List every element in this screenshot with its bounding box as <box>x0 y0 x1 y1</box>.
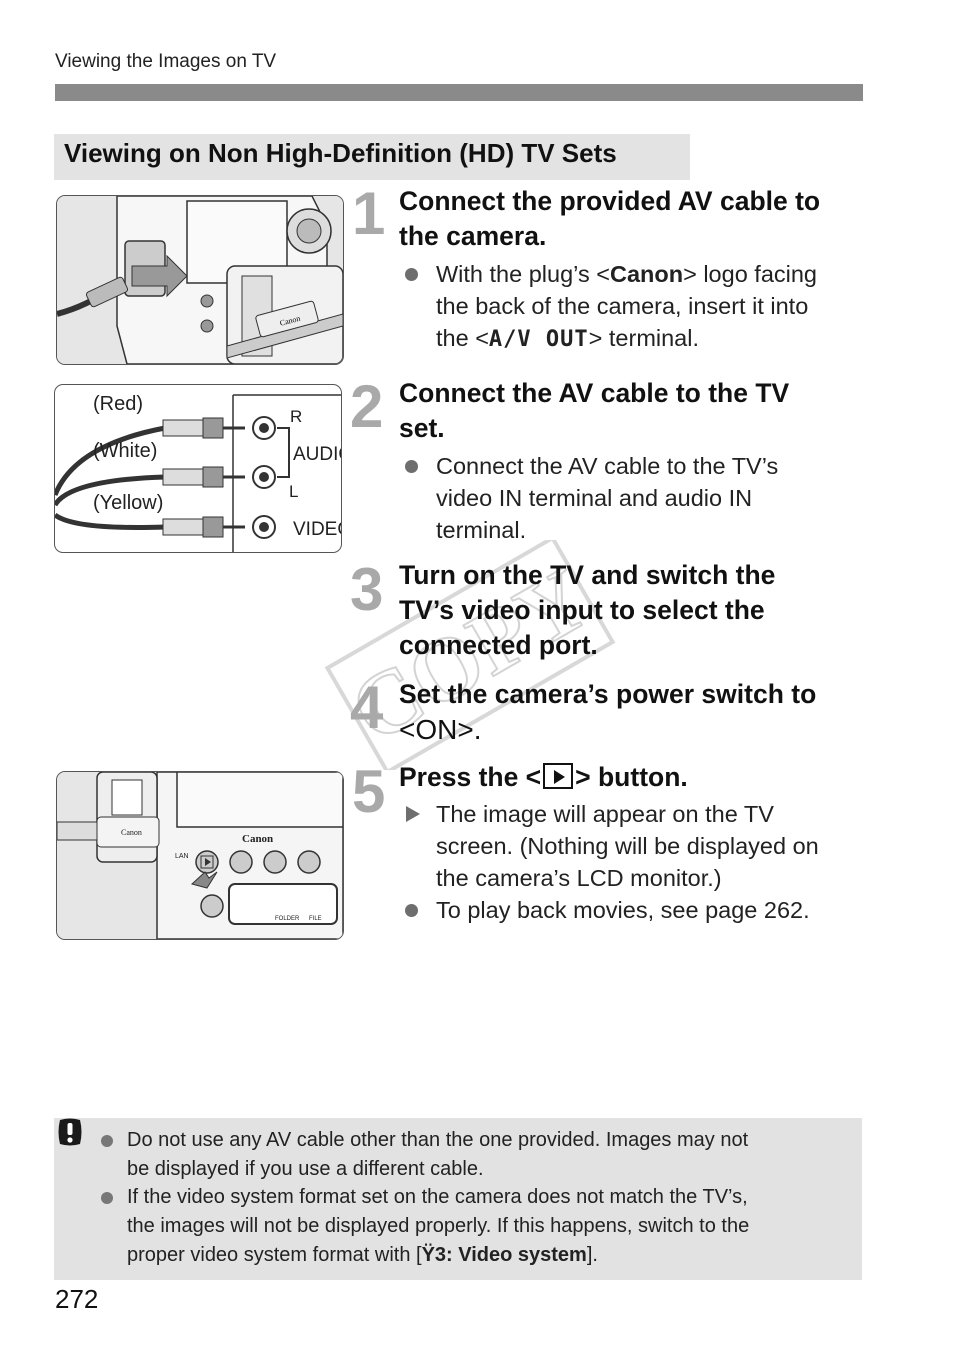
folder-text: FOLDER <box>275 916 300 922</box>
camera-brand-text: Canon <box>242 833 273 845</box>
step-1-title-line-2: the camera. <box>399 221 547 251</box>
yellow-plug <box>162 516 245 538</box>
note-2: If the video system format set on the ca… <box>127 1186 750 1266</box>
setup-menu-icon: Ÿ <box>421 1244 435 1266</box>
step-3-number: 3 <box>350 556 384 623</box>
step-2-bullet: Connect the AV cable to the TV’s video I… <box>436 453 779 543</box>
step-4-number: 4 <box>350 674 384 741</box>
step-2-title-line-2: set. <box>399 413 445 443</box>
caution-icon <box>56 1118 84 1146</box>
step-1-number: 1 <box>352 180 386 247</box>
tv-r-label: R <box>290 407 302 426</box>
av-cable-tv-diagram: (Red) (White) (Yellow) R AUDIO L VIDEO <box>55 393 341 552</box>
camera-buttons-row <box>195 850 321 874</box>
caution-note-box <box>54 1118 862 1280</box>
tv-l-label: L <box>289 482 298 501</box>
camera-av-port-illustration: Canon <box>57 196 343 364</box>
step-5-bullet-movies: To play back movies, see page 262. <box>436 897 810 923</box>
av-out-terminal-label: A/V OUT <box>488 327 589 352</box>
bullet-dot <box>405 904 418 917</box>
canon-logo-text: Canon <box>609 261 684 287</box>
lan-text: LAN <box>175 853 189 860</box>
av-cable-tv-figure: (Red) (White) (Yellow) R AUDIO L VIDEO <box>54 384 342 553</box>
note-bullet-dot <box>101 1135 113 1147</box>
camera-av-port-figure: Canon <box>56 195 344 365</box>
plug-logo-text-2: Canon <box>121 828 142 837</box>
section-title: Viewing on Non High-Definition (HD) TV S… <box>64 138 617 168</box>
page-number: 272 <box>55 1284 99 1314</box>
bullet-dot <box>405 268 418 281</box>
step-2-number: 2 <box>350 373 384 440</box>
tv-audio-label: AUDIO <box>293 444 341 465</box>
step-5-title: Press the <> button. <box>399 762 688 792</box>
bullet-dot <box>405 460 418 473</box>
running-head: Viewing the Images on TV <box>55 51 277 72</box>
step-1-title: Connect the provided AV cable to the cam… <box>399 184 869 254</box>
top-rule <box>55 84 863 101</box>
white-plug <box>162 466 245 488</box>
camera-playback-button-figure: Canon Canon LAN FOLDER FILE <box>56 771 344 940</box>
step-2-title-line-1: Connect the AV cable to the TV <box>399 378 790 408</box>
step-3-title: Turn on the TV and switch the TV’s video… <box>399 560 776 660</box>
yellow-label: (Yellow) <box>93 492 163 514</box>
section-heading-box <box>54 134 690 180</box>
file-text: FILE <box>309 916 322 922</box>
red-label: (Red) <box>93 393 143 415</box>
video-system-menu-ref: 3: Video system <box>434 1244 587 1266</box>
step-1-bullet: With the plug’s <Canon> logo facing the … <box>436 261 817 352</box>
red-plug <box>162 417 245 439</box>
step-5-number: 5 <box>352 758 386 825</box>
step-1-title-line-1: Connect the provided AV cable to <box>399 186 821 216</box>
step-2-title: Connect the AV cable to the TV set. <box>399 376 869 446</box>
white-label: (White) <box>93 440 157 462</box>
on-switch-label: <ON>. <box>399 714 482 745</box>
note-1: Do not use any AV cable other than the o… <box>127 1129 749 1180</box>
playback-icon <box>543 763 574 789</box>
tv-video-label: VIDEO <box>293 519 341 540</box>
result-arrow-icon <box>406 806 420 822</box>
note-bullet-dot <box>101 1192 113 1204</box>
camera-playback-illustration: Canon Canon LAN FOLDER FILE <box>57 772 343 939</box>
step-5-result: The image will appear on the TV screen. … <box>436 801 819 891</box>
step-4-title: Set the camera’s power switch to <ON>. <box>399 677 869 747</box>
